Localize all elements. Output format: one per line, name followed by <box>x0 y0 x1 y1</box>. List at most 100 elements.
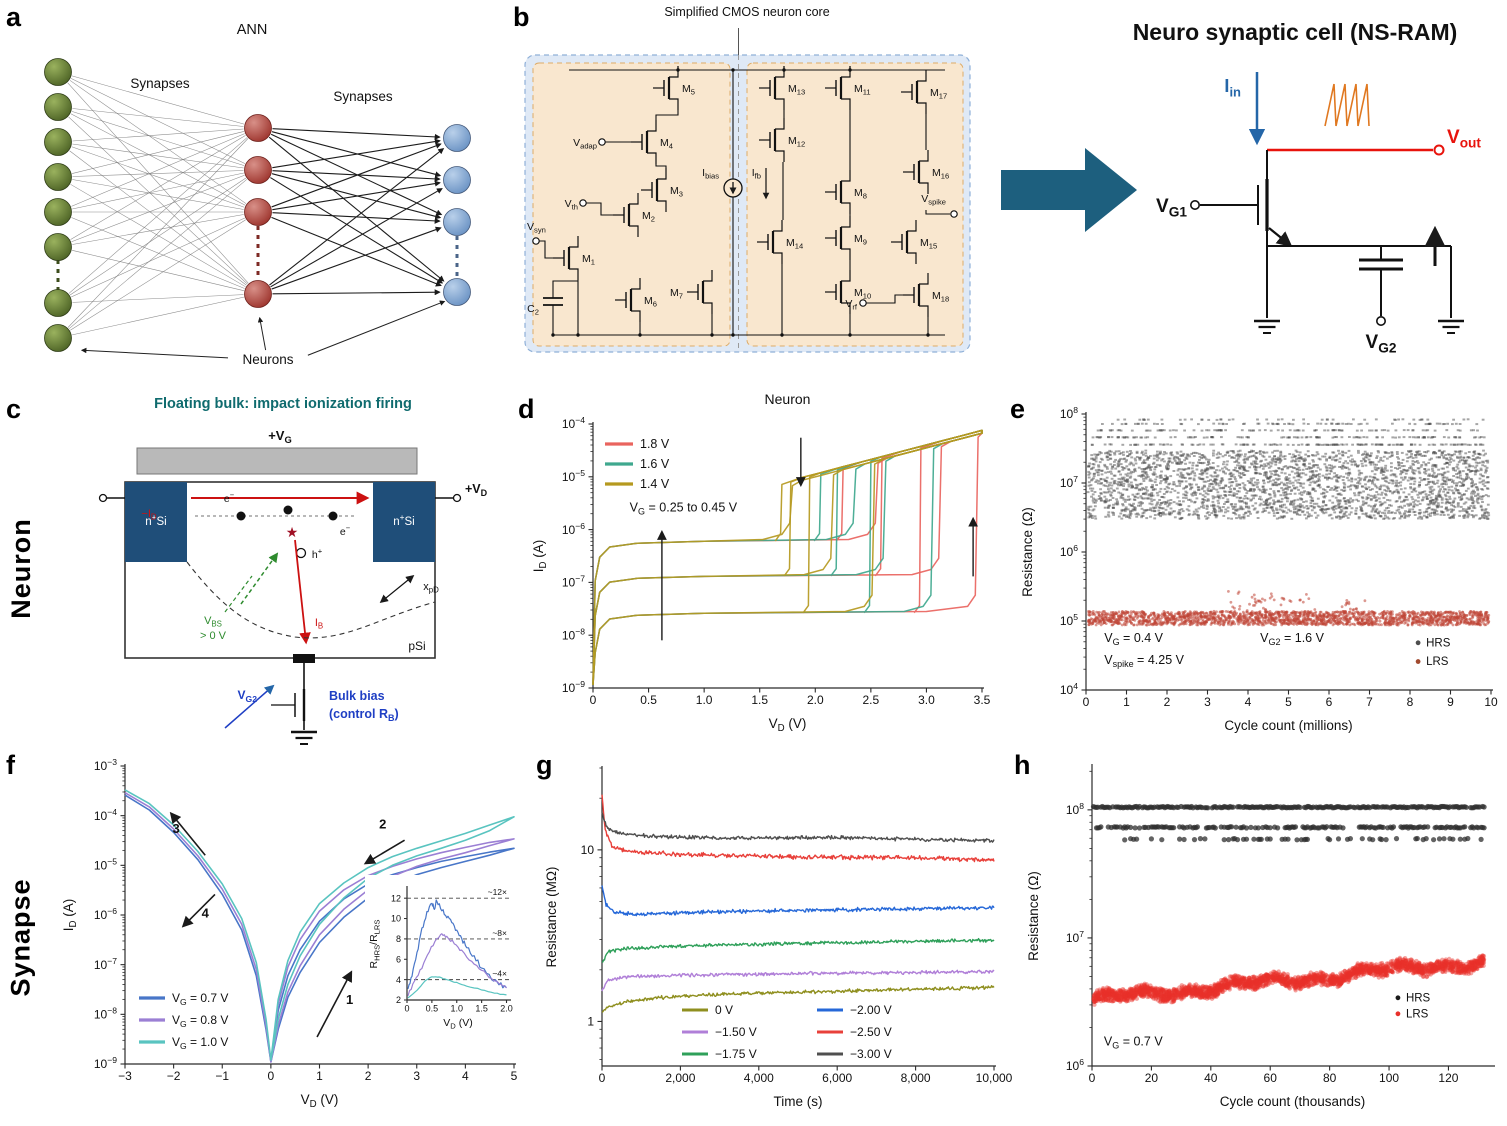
svg-text:xpD: xpD <box>423 581 439 595</box>
svg-text:IB: IB <box>315 617 323 631</box>
svg-text:e−: e− <box>340 524 351 538</box>
svg-text:M13: M13 <box>788 83 805 97</box>
svg-text:VG2: VG2 <box>1366 332 1397 356</box>
svg-text:1.5: 1.5 <box>751 693 768 707</box>
svg-text:M10: M10 <box>854 287 871 301</box>
svg-text:Vout: Vout <box>1447 127 1481 151</box>
svg-text:n+Si: n+Si <box>145 512 167 528</box>
svg-text:3.0: 3.0 <box>918 693 935 707</box>
svg-text:M14: M14 <box>786 237 803 251</box>
svg-text:C2: C2 <box>527 303 539 317</box>
svg-text:Ibias: Ibias <box>702 167 719 181</box>
svg-text:Vspike: Vspike <box>921 193 946 207</box>
svg-text:ANN: ANN <box>237 22 268 38</box>
panel-b-cmos-neuron-core: Simplified CMOS neuron coreM1M2M3M4M5M6M… <box>524 5 971 353</box>
svg-text:Resistance (Ω): Resistance (Ω) <box>1020 507 1035 597</box>
svg-text:h+: h+ <box>312 547 323 561</box>
svg-text:1: 1 <box>1123 695 1130 709</box>
svg-text:3: 3 <box>1204 695 1211 709</box>
svg-text:10−9: 10−9 <box>562 679 585 695</box>
svg-text:Vrf: Vrf <box>845 298 858 312</box>
svg-text:> 0 V: > 0 V <box>200 630 227 642</box>
panel-c-device-diagram: Floating bulk: impact ionization firing+… <box>98 396 488 745</box>
row-label-neuron: Neuron <box>0 390 42 746</box>
svg-text:1.6 V: 1.6 V <box>640 457 670 471</box>
svg-text:105: 105 <box>1060 612 1078 628</box>
svg-text:VG1: VG1 <box>1156 196 1187 220</box>
svg-text:Vsyn: Vsyn <box>527 221 546 235</box>
svg-text:VG2: VG2 <box>238 688 258 704</box>
svg-text:3.5: 3.5 <box>974 693 991 707</box>
svg-text:Iin: Iin <box>1224 76 1241 99</box>
svg-text:Neurons: Neurons <box>242 352 293 367</box>
svg-text:4: 4 <box>1245 695 1252 709</box>
svg-text:1.4 V: 1.4 V <box>640 477 670 491</box>
svg-text:M11: M11 <box>854 83 871 97</box>
svg-text:Ifb: Ifb <box>752 167 761 181</box>
svg-text:0.5: 0.5 <box>640 693 657 707</box>
svg-text:M1: M1 <box>582 253 595 267</box>
svg-text:108: 108 <box>1060 405 1078 421</box>
row-label-synapse: Synapse <box>0 748 42 1126</box>
svg-text:10−4: 10−4 <box>562 415 585 431</box>
svg-text:M6: M6 <box>644 295 657 309</box>
svg-text:10: 10 <box>1484 695 1498 709</box>
svg-text:M2: M2 <box>642 210 655 224</box>
svg-text:10−5: 10−5 <box>562 468 585 484</box>
svg-text:−ID: −ID <box>141 508 156 522</box>
svg-text:Vadap: Vadap <box>573 137 597 151</box>
svg-text:1.8 V: 1.8 V <box>640 437 670 451</box>
svg-text:107: 107 <box>1060 474 1078 490</box>
svg-text:M12: M12 <box>788 135 805 149</box>
svg-text:n+Si: n+Si <box>393 512 415 528</box>
svg-text:7: 7 <box>1366 695 1373 709</box>
svg-text:M8: M8 <box>854 187 867 201</box>
svg-text:+VG: +VG <box>268 428 292 445</box>
svg-text:10−6: 10−6 <box>562 521 585 537</box>
svg-text:2: 2 <box>1164 695 1171 709</box>
panel-label-b: b <box>513 2 530 32</box>
svg-text:VBS: VBS <box>204 615 222 629</box>
svg-text:Simplified CMOS neuron core: Simplified CMOS neuron core <box>664 5 829 19</box>
svg-text:2.5: 2.5 <box>863 693 880 707</box>
svg-text:M3: M3 <box>670 185 683 199</box>
svg-text:+VD: +VD <box>465 482 488 498</box>
svg-text:104: 104 <box>1060 681 1078 697</box>
svg-text:Bulk bias: Bulk bias <box>329 689 385 703</box>
svg-text:Cycle count (millions): Cycle count (millions) <box>1224 718 1352 733</box>
svg-text:M18: M18 <box>932 290 949 304</box>
panel-label-c: c <box>6 394 22 424</box>
svg-text:0: 0 <box>590 693 597 707</box>
svg-text:10−7: 10−7 <box>562 574 585 590</box>
svg-text:2.0: 2.0 <box>807 693 824 707</box>
svg-text:8: 8 <box>1407 695 1414 709</box>
svg-text:6: 6 <box>1326 695 1333 709</box>
svg-text:9: 9 <box>1447 695 1454 709</box>
svg-text:ID (A): ID (A) <box>531 540 549 573</box>
svg-text:Neuro synaptic cell (NS-RAM): Neuro synaptic cell (NS-RAM) <box>1133 19 1458 45</box>
panel-label-f: f <box>6 750 15 780</box>
svg-text:M7: M7 <box>670 287 683 301</box>
svg-text:M17: M17 <box>930 87 947 101</box>
svg-text:e−: e− <box>224 491 235 505</box>
svg-text:M16: M16 <box>932 167 949 181</box>
svg-text:Vth: Vth <box>565 198 578 212</box>
svg-text:1.0: 1.0 <box>696 693 713 707</box>
panel-label-h: h <box>1014 750 1031 780</box>
svg-text:0: 0 <box>1083 695 1090 709</box>
svg-text:Synapses: Synapses <box>333 89 393 104</box>
svg-text:Neuron: Neuron <box>765 391 811 407</box>
svg-text:(control RB): (control RB) <box>329 707 399 723</box>
svg-text:M9: M9 <box>854 233 867 247</box>
svg-text:VG = 0.25 to 0.45 V: VG = 0.25 to 0.45 V <box>630 501 738 517</box>
panel-label-d: d <box>518 394 535 424</box>
